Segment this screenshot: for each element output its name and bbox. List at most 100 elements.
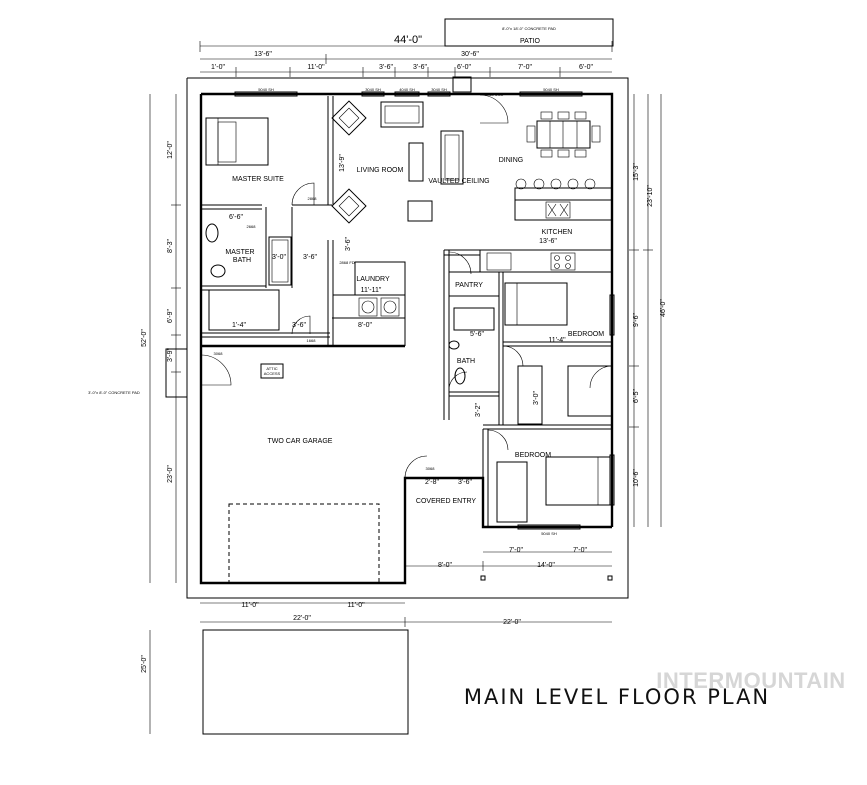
dim-bed-11-4: 11'-4" <box>548 337 566 344</box>
dim-bath-5-6: 5'-6" <box>470 331 484 338</box>
watermark: INTERMOUNTAIN <box>656 668 845 693</box>
dim-laundry-8-0: 8'-0" <box>358 322 372 329</box>
label-dining: DINING <box>499 157 524 164</box>
windows <box>234 76 615 530</box>
label-bedroom-2: BEDROOM <box>515 452 551 459</box>
side-pad-label: 3'-0"x 8'-0" CONCRETE PAD <box>88 390 140 395</box>
dim-bottom-8-0: 8'-0" <box>438 562 452 569</box>
dim-bottom-22-0b: 22'-0" <box>503 619 521 626</box>
dim-top-3-6b: 3'-6" <box>413 64 427 71</box>
dim-hall-3-6: 3'-6" <box>292 322 306 329</box>
label-vaulted-ceiling: VAULTED CEILING <box>428 178 489 185</box>
callout-win-master: 5040 SH <box>258 87 274 92</box>
dim-right-15-3: 15'-3" <box>633 163 640 181</box>
dim-right-23-10: 23'-10" <box>647 185 654 207</box>
callout-door-garage: 2868 FD <box>339 260 354 265</box>
callout-win-dining: 5040 SH <box>543 87 559 92</box>
callout-win-bed2: 5040 SH <box>541 531 557 536</box>
dim-pad-25-0: 25'-0" <box>141 655 148 673</box>
callout-door-patio: 3068 SGD <box>485 92 504 97</box>
dim-right-9-6: 9'-6" <box>633 313 640 327</box>
top-dimensions: 44'-0" 13'-6" 30'-6" 1'-0" 11'-0" 3'-6" … <box>199 34 613 77</box>
dim-kitchen-13-6: 13'-6" <box>539 238 557 245</box>
dim-top-7-0: 7'-0" <box>518 64 532 71</box>
label-master-bath-1: MASTER <box>225 249 254 256</box>
interior-dimensions: 13'-9" 13'-6" 6'-6" 3'-0" 3'-6" 1'-4" 3'… <box>229 154 566 486</box>
label-kitchen: KITCHEN <box>542 229 573 236</box>
dim-bottom-22-0a: 22'-0" <box>293 615 311 622</box>
dim-bottom-14-0: 14'-0" <box>537 562 555 569</box>
dim-left-8-3: 8'-3" <box>167 239 174 253</box>
dim-overall-width: 44'-0" <box>394 34 422 46</box>
patio-pad-label: 8'-0"x 18'-0" CONCRETE PAD <box>502 26 556 31</box>
callout-win-living-a: 3040 SH <box>365 87 381 92</box>
label-bath: BATH <box>457 358 475 365</box>
dim-left-overall: 52'-0" <box>141 329 148 347</box>
dim-top-6-0: 6'-0" <box>457 64 471 71</box>
room-labels: MASTER SUITE MASTER BATH LIVING ROOM VAU… <box>225 157 604 505</box>
bedroom-beds <box>504 282 611 506</box>
dim-hall-1-4: 1'-4" <box>232 322 246 329</box>
label-pantry: PANTRY <box>455 282 483 289</box>
dim-top-11-0: 11'-0" <box>307 64 325 71</box>
patio-pad: 8'-0"x 18'-0" CONCRETE PAD PATIO <box>444 18 614 47</box>
dim-right-6-5: 6'-5" <box>633 389 640 403</box>
dim-living-13-9: 13'-9" <box>339 154 346 172</box>
dim-bottom-11-0a: 11'-0" <box>241 602 259 609</box>
label-bedroom-1: BEDROOM <box>568 331 604 338</box>
attic-label-1: ATTIC <box>266 366 277 371</box>
dim-bottom-11-0b: 11'-0" <box>347 602 365 609</box>
dim-laundry-11-11: 11'-11" <box>361 287 382 294</box>
callout-door-30: 3068 <box>214 351 224 356</box>
label-master-suite: MASTER SUITE <box>232 176 284 183</box>
dim-hall-3-6b: 3'-6" <box>345 237 352 251</box>
dim-bath-3-6: 3'-6" <box>303 254 317 261</box>
callout-door-28: 2868 <box>308 196 318 201</box>
dim-left-12-0: 12'-0" <box>167 141 174 159</box>
living-furniture <box>331 100 464 224</box>
dim-top-3-6a: 3'-6" <box>379 64 393 71</box>
callout-door-26: 2668 <box>247 224 257 229</box>
bath-fixtures <box>205 223 495 385</box>
bottom-dimensions: 11'-0" 11'-0" 8'-0" 14'-0" 7'-0" 7'-0" <box>200 547 613 609</box>
callout-door-16: 1668 <box>307 338 317 343</box>
dim-right-10-6: 10'-6" <box>633 469 640 487</box>
dim-left-23-0: 23'-0" <box>167 465 174 483</box>
dim-right-overall: 46'-0" <box>660 299 667 317</box>
driveway-pad: 22'-0" 22'-0" 25'-0" <box>141 615 612 735</box>
interior-walls <box>201 96 613 527</box>
label-master-bath-2: BATH <box>233 257 251 264</box>
master-bed <box>205 117 269 166</box>
dim-hall-3-0: 3'-0" <box>533 391 540 405</box>
kitchen <box>479 178 613 273</box>
dim-bath-3-0: 3'-0" <box>272 254 286 261</box>
dim-master-6-6: 6'-6" <box>229 214 243 221</box>
dim-top-30-6: 30'-6" <box>461 51 479 58</box>
dim-top-6-0b: 6'-0" <box>579 64 593 71</box>
patio-label: PATIO <box>520 38 541 45</box>
plan-title: MAIN LEVEL FLOOR PLAN <box>464 685 770 709</box>
callout-win-living-c: 3040 SH <box>431 87 447 92</box>
label-covered-entry: COVERED ENTRY <box>416 498 476 505</box>
door-swings <box>200 94 613 479</box>
dim-hall-3-2: 3'-2" <box>475 403 482 417</box>
left-dimensions: 52'-0" 12'-0" 8'-3" 6'-9" 3'-9" 23'-0" <box>141 94 181 583</box>
callouts: 5040 SH 3040 SH 4040 SH 3040 SH 5040 SH … <box>214 87 559 536</box>
roof-outline <box>186 77 629 599</box>
dim-top-13-6: 13'-6" <box>254 51 272 58</box>
dim-entry-3-6: 3'-6" <box>458 479 472 486</box>
dim-entry-2-8: 2'-8" <box>425 479 439 486</box>
dim-left-3-9: 3'-9" <box>167 348 174 362</box>
dim-left-6-9: 6'-9" <box>167 309 174 323</box>
callout-door-entry: 3068 <box>426 466 436 471</box>
garage-label: TWO CAR GARAGE <box>268 438 333 445</box>
garage: ATTIC ACCESS TWO CAR GARAGE 3'-0"x 8'-0"… <box>88 348 380 584</box>
right-dimensions: 46'-0" 23'-10" 15'-3" 9'-6" 6'-5" 10'-6" <box>629 94 667 527</box>
label-laundry: LAUNDRY <box>356 276 390 283</box>
dim-top-1-0: 1'-0" <box>211 64 225 71</box>
label-living-room: LIVING ROOM <box>357 167 404 174</box>
callout-win-living-b: 4040 SH <box>399 87 415 92</box>
dim-bottom-7-0a: 7'-0" <box>509 547 523 554</box>
attic-label-2: ACCESS <box>264 371 281 376</box>
